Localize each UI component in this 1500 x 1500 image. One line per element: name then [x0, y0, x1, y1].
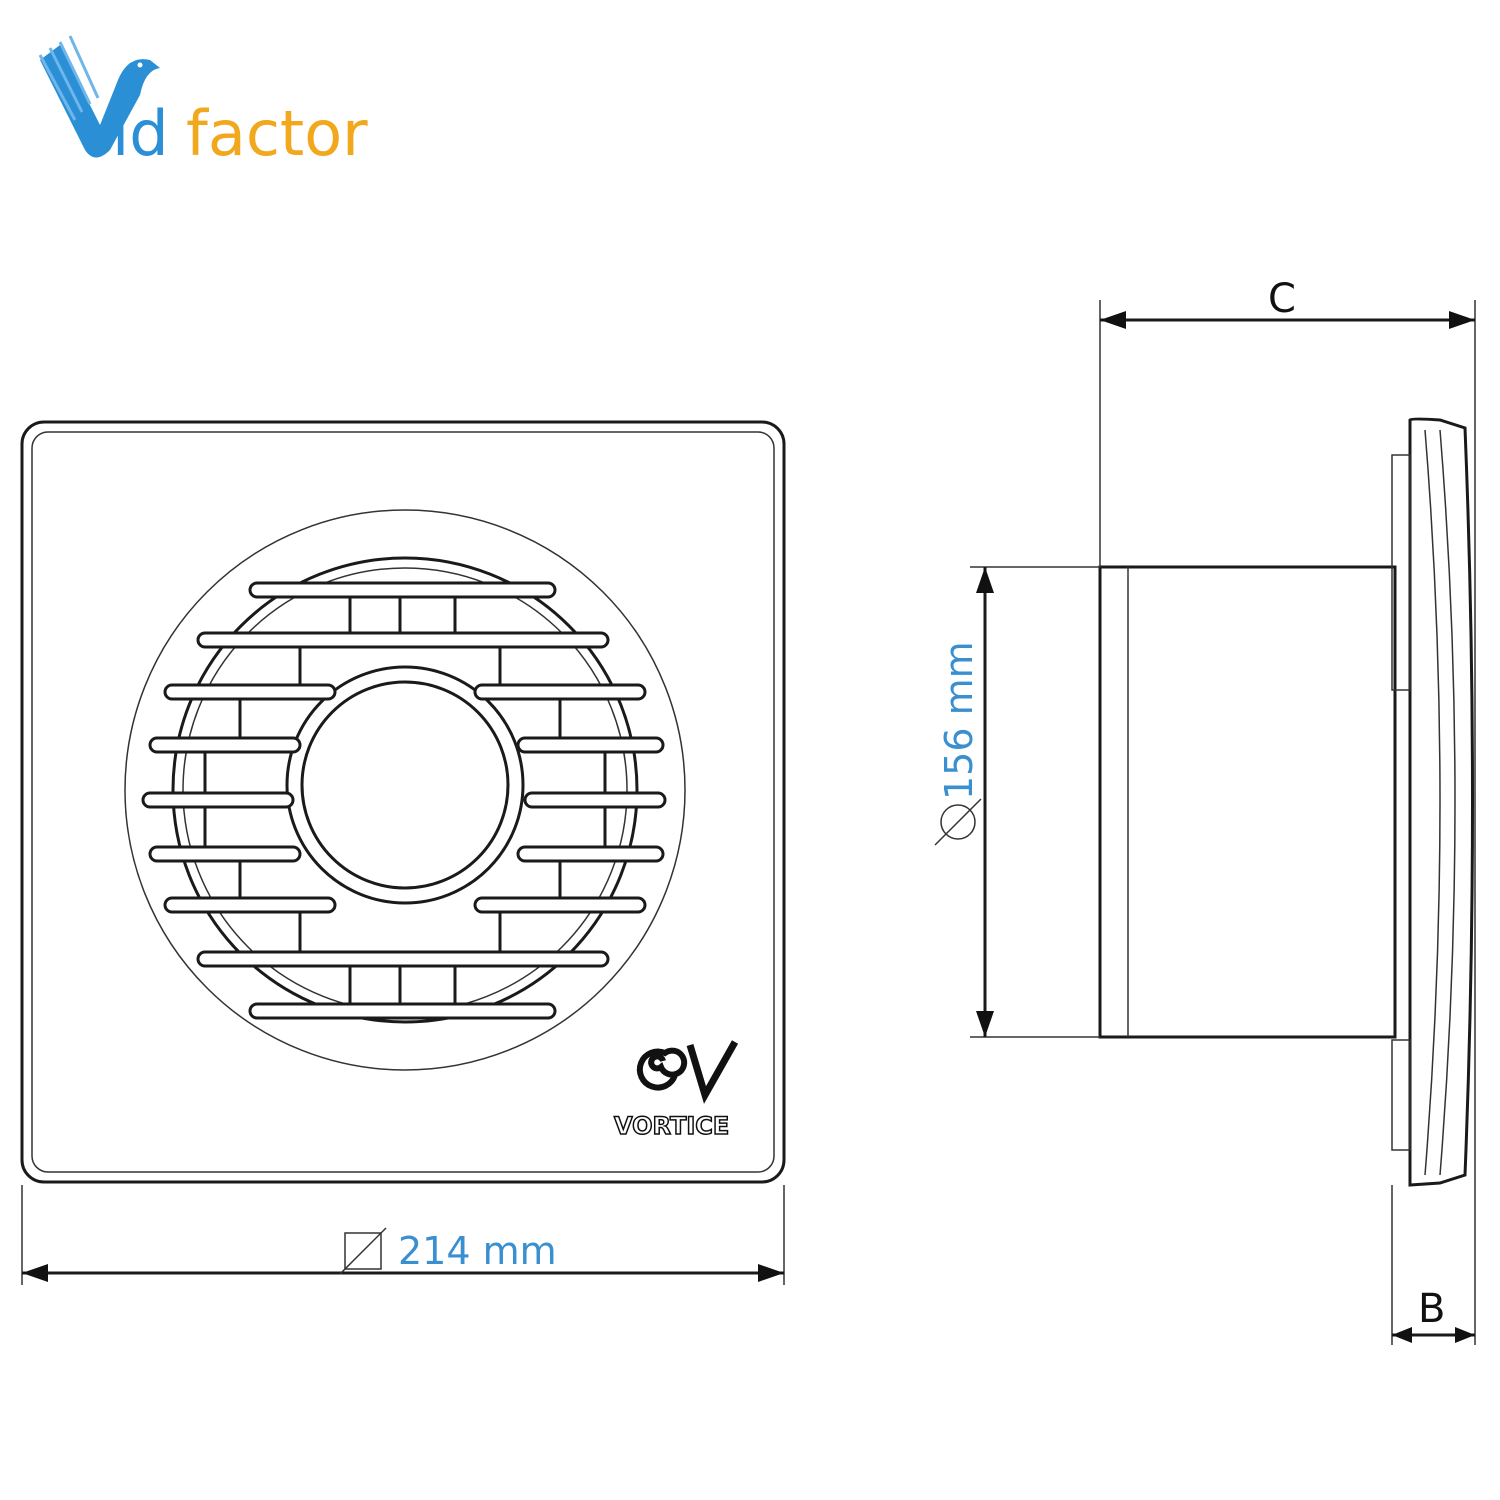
depth-label-c: C — [1268, 276, 1296, 322]
flange-label-b: B — [1418, 1286, 1445, 1332]
diameter-label: 156 mm — [937, 641, 981, 800]
bird-v-icon — [38, 35, 160, 158]
width-label: 214 mm — [398, 1229, 557, 1273]
diameter-dimension: 156 mm — [934, 566, 1100, 1038]
fan-grille — [141, 581, 667, 1020]
logo-text-id: id — [112, 97, 169, 170]
logo-text-factor: factor — [186, 97, 368, 170]
flange-dimension-b: B — [1391, 1185, 1475, 1345]
vidfactor-logo: id factor — [38, 35, 368, 170]
depth-dimension-c: C — [1099, 276, 1476, 1345]
vortice-logo-text: VORTICE — [614, 1112, 729, 1140]
front-view: VORTICE — [20, 420, 786, 1184]
square-symbol-icon — [339, 1227, 387, 1275]
side-view — [1098, 417, 1474, 1187]
width-dimension: 214 mm — [21, 1185, 785, 1285]
diameter-symbol-icon — [934, 798, 982, 846]
vortice-logo: VORTICE — [613, 1040, 739, 1141]
